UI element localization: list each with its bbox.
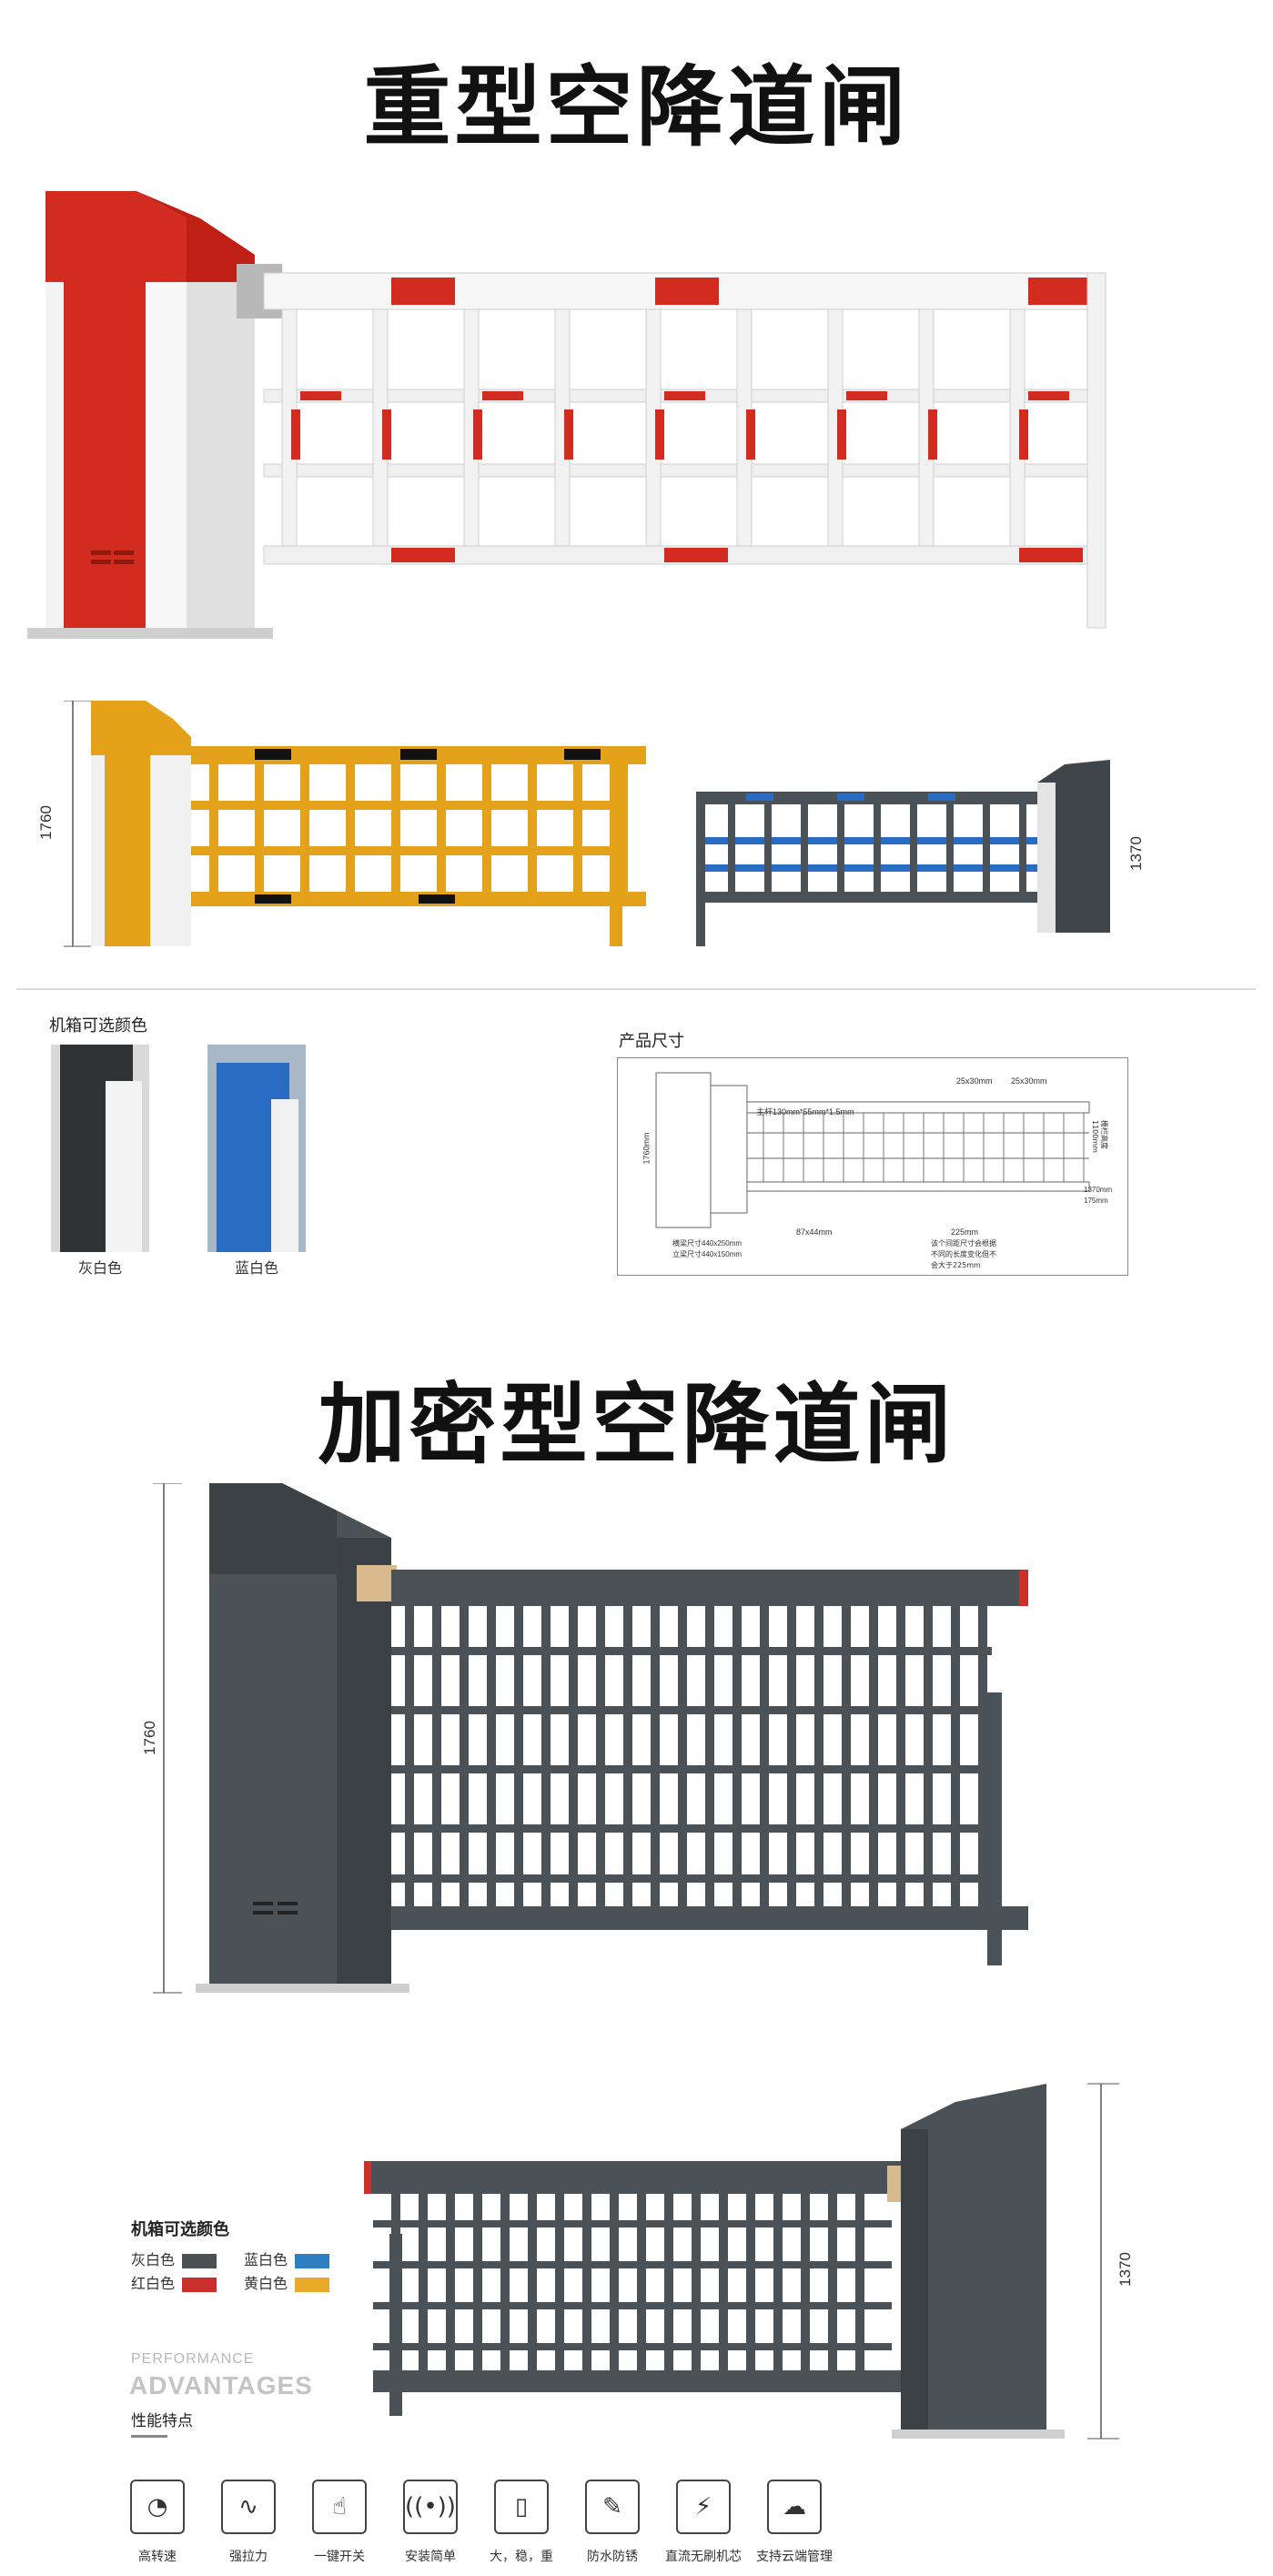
motor-icon: ⚡ [676, 2480, 731, 2534]
feature-one-key: ☝ 一键开关 [298, 2480, 380, 2565]
section2-dim-left: 1760 [140, 1721, 158, 1755]
drawing-top2-label: 25x30mm [1011, 1076, 1047, 1086]
gray-blue-barrier-illustration [696, 760, 1110, 946]
speedometer-icon: ◔ [130, 2480, 185, 2534]
performance-cn: 性能特点 [131, 2412, 193, 2430]
rust-proof-icon: ✎ [585, 2480, 640, 2534]
feature-cloud: ☁ 支持云端管理 [753, 2480, 835, 2565]
feature-label: 高转速 [138, 2550, 177, 2564]
performance-en2: ADVANTAGES [129, 2371, 313, 2399]
color-red-label: 红白色 [131, 2275, 176, 2292]
section1-color-options-title: 机箱可选颜色 [49, 1016, 147, 1035]
feature-label: 直流无刷机芯 [665, 2550, 742, 2564]
dense-barrier-large-illustration [153, 1483, 1028, 1994]
drawing-note1-label: 该个间距尺寸会根据 [931, 1239, 996, 1248]
drawing-sub2-label: 立梁尺寸440x150mm [672, 1250, 743, 1258]
drawing-height-label: 1760mm [642, 1132, 652, 1165]
drawing-mid-label: 87x44mm [796, 1227, 833, 1237]
blue-cabinet-option-image [207, 1045, 306, 1252]
feature-brushless: ⚡ 直流无刷机芯 [662, 2480, 744, 2565]
performance-underline [131, 2435, 167, 2438]
blue-white-label: 蓝白色 [234, 1259, 278, 1277]
section1-dim-left: 1760 [36, 805, 55, 840]
feature-label: 强拉力 [229, 2550, 268, 2564]
drawing-main-bar-label: 主杆130mm*55mm*1.5mm [756, 1107, 854, 1116]
spring-icon: ∿ [221, 2480, 276, 2534]
signal-icon: ((•)) [403, 2480, 458, 2534]
yellow-barrier-illustration [64, 701, 646, 947]
color-blue-label: 蓝白色 [244, 2251, 288, 2268]
feature-high-speed: ◔ 高转速 [116, 2480, 198, 2565]
door-icon: ▯ [494, 2480, 549, 2534]
color-gray-swatch [182, 2253, 217, 2268]
cloud-icon: ☁ [767, 2480, 822, 2534]
feature-waterproof: ✎ 防水防锈 [571, 2480, 653, 2565]
color-yellow-label: 黄白色 [244, 2275, 288, 2292]
feature-stable: ▯ 大，稳，重 [480, 2480, 562, 2565]
color-blue-swatch [295, 2253, 330, 2268]
drawing-right2-label: 1370mm [1084, 1186, 1113, 1194]
drawing-right3-label: 175mm [1084, 1197, 1108, 1205]
red-barrier-illustration [27, 191, 1106, 639]
color-gray-label: 灰白色 [131, 2251, 176, 2268]
feature-label: 大，稳，重 [490, 2550, 553, 2564]
drawing-top1-label: 25x30mm [956, 1076, 993, 1086]
drawing-sub1-label: 横梁尺寸440x250mm [672, 1239, 743, 1248]
feature-tension: ∿ 强拉力 [207, 2480, 289, 2565]
section1-dim-right: 1370 [1127, 836, 1145, 871]
drawing-note3-label: 会大于225mm [931, 1261, 981, 1269]
gray-white-label: 灰白色 [77, 1259, 122, 1277]
dense-barrier-small-illustration [364, 2083, 1119, 2440]
technical-drawing: 主杆130mm*55mm*1.5mm 25x30mm 25x30mm 1760m… [617, 1057, 1128, 1276]
drawing-right1-label: 栅栏高度1100mm [1091, 1120, 1108, 1153]
color-yellow-swatch [295, 2277, 330, 2292]
color-red-swatch [182, 2277, 217, 2292]
performance-en1: PERFORMANCE [131, 2351, 255, 2367]
feature-label: 支持云端管理 [756, 2550, 833, 2564]
section1-title: 重型空降道闸 [363, 56, 910, 158]
section2-color-options-title: 机箱可选颜色 [131, 2220, 229, 2239]
section2-dim-right: 1370 [1116, 2252, 1134, 2287]
feature-install: ((•)) 安装简单 [389, 2480, 471, 2565]
feature-label: 防水防锈 [587, 2550, 638, 2564]
drawing-bottom1-label: 225mm [951, 1227, 979, 1237]
product-size-title: 产品尺寸 [619, 1032, 684, 1051]
feature-label: 一键开关 [314, 2550, 365, 2564]
feature-label: 安装简单 [405, 2550, 456, 2564]
section2-title: 加密型空降道闸 [318, 1374, 955, 1476]
hand-press-icon: ☝ [312, 2480, 367, 2534]
section-divider [16, 988, 1256, 990]
drawing-note2-label: 不同的长度变化但不 [931, 1250, 996, 1258]
gray-cabinet-option-image [51, 1045, 149, 1252]
